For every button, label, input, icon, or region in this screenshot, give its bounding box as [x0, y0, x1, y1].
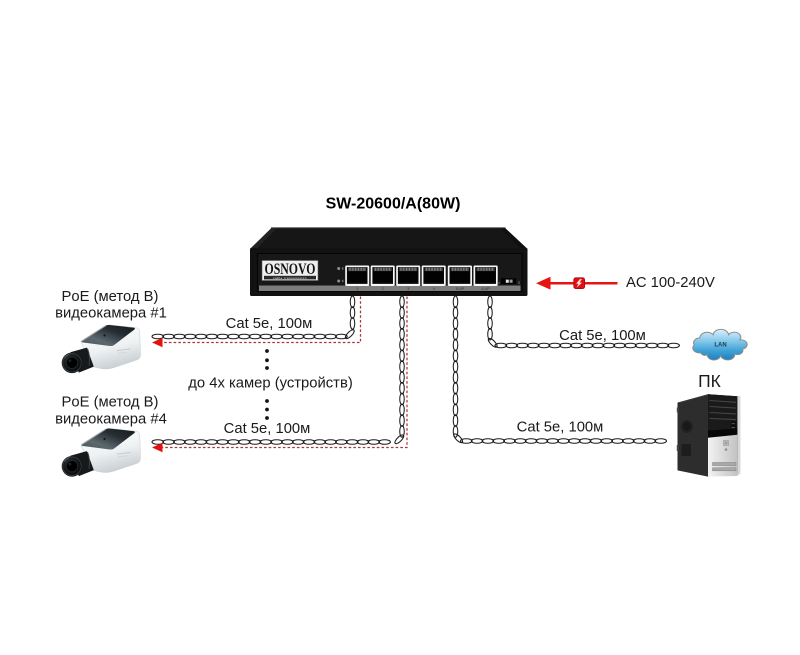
svg-text:1: 1 [356, 287, 358, 291]
svg-text:Cat 5e, 100м: Cat 5e, 100м [559, 328, 646, 344]
svg-text:видеокамера #4: видеокамера #4 [55, 412, 167, 428]
svg-text:cable transmission: cable transmission [273, 276, 307, 280]
svg-text:6-UP: 6-UP [481, 287, 490, 291]
svg-text:до 4х камер (устройств): до 4х камер (устройств) [188, 376, 353, 392]
svg-text:PoE (метод B): PoE (метод B) [62, 395, 159, 411]
svg-text:ПК: ПК [698, 371, 721, 391]
svg-text:AC 100-240V: AC 100-240V [626, 275, 715, 291]
svg-text:OSNOVO: OSNOVO [265, 261, 316, 278]
svg-text:5-UP: 5-UP [456, 287, 465, 291]
svg-text:видеокамера #1: видеокамера #1 [55, 306, 167, 322]
svg-text:3: 3 [407, 287, 409, 291]
svg-text:Cat 5e, 100м: Cat 5e, 100м [226, 316, 313, 332]
svg-text:Cat 5e, 100м: Cat 5e, 100м [224, 421, 311, 437]
svg-text:4: 4 [433, 287, 435, 291]
svg-text:SW-20600/A(80W): SW-20600/A(80W) [326, 196, 461, 213]
svg-text:Cat 5e, 100м: Cat 5e, 100м [517, 420, 604, 436]
svg-text:PoE (метод B): PoE (метод B) [62, 289, 159, 305]
svg-text:2: 2 [382, 287, 384, 291]
svg-text:S: S [518, 281, 521, 285]
svg-text:M: M [497, 281, 500, 285]
svg-text:LAN: LAN [714, 343, 726, 349]
